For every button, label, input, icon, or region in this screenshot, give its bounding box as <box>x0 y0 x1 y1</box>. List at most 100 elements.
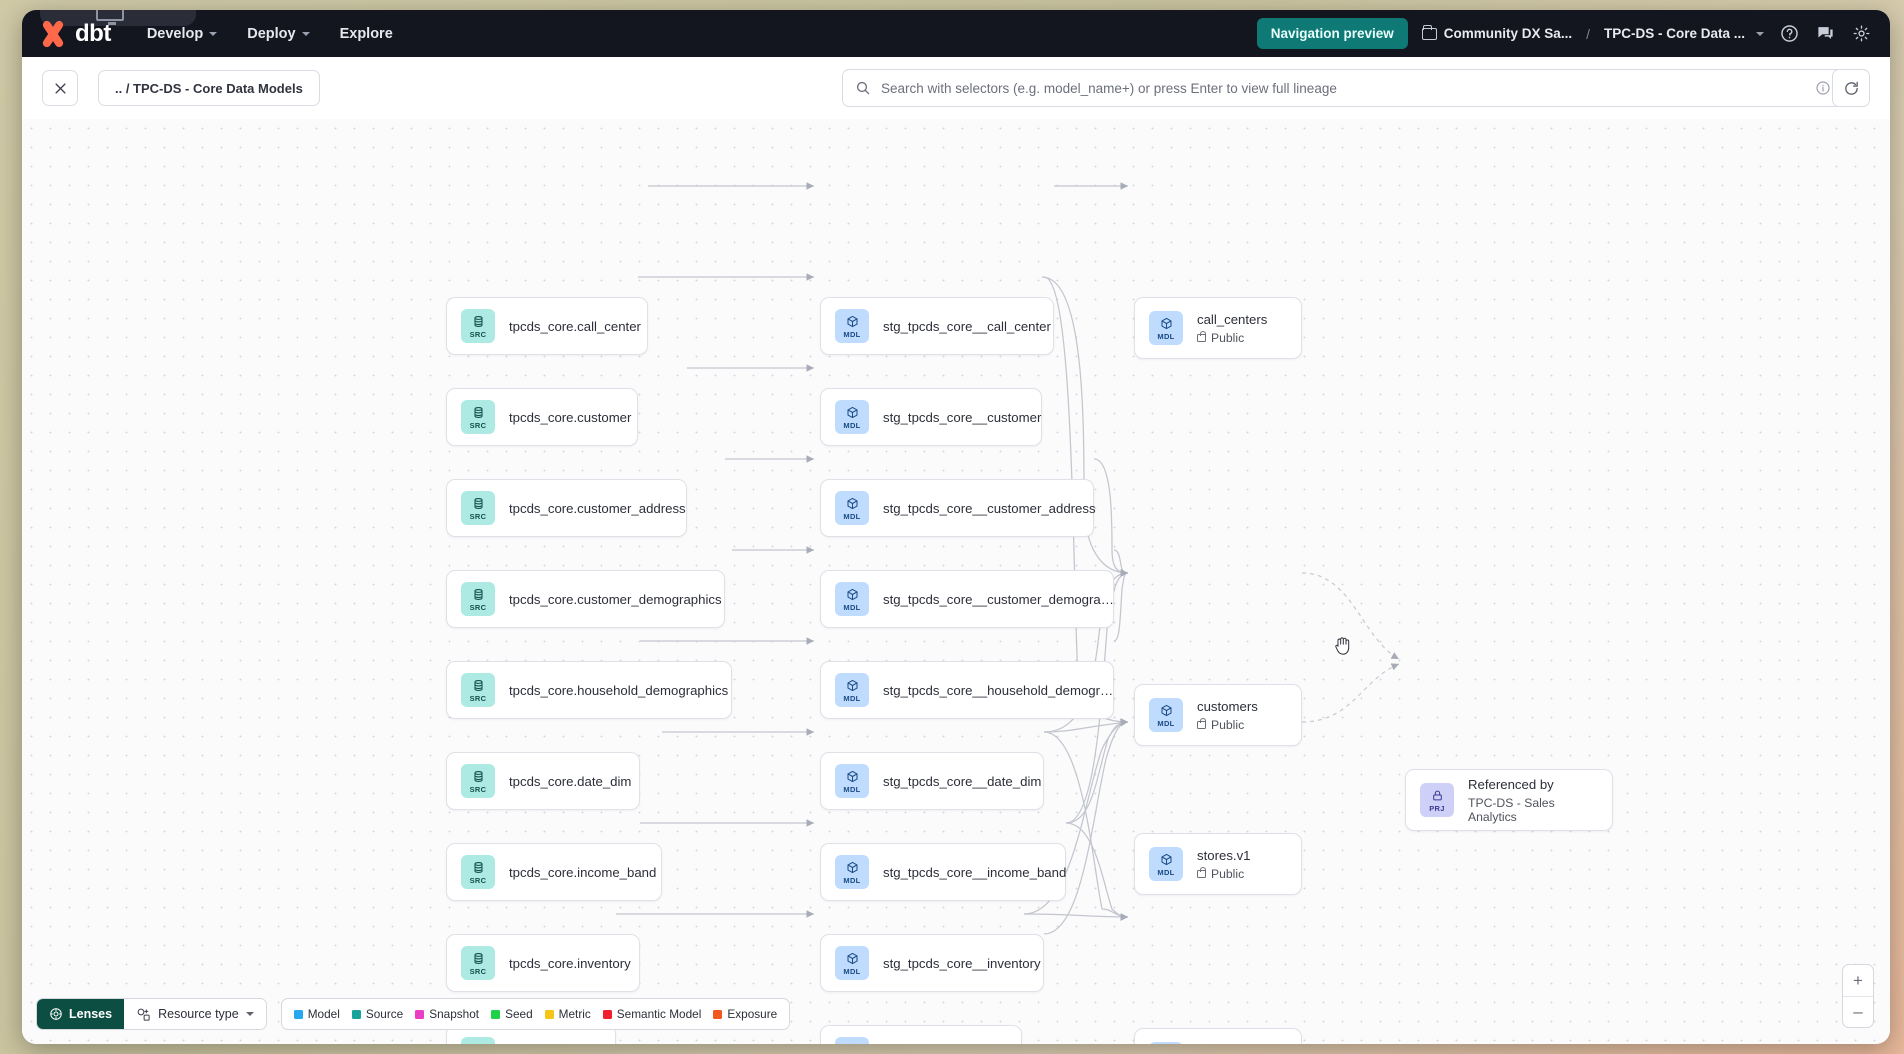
legend-item[interactable]: Semantic Model <box>602 1007 701 1021</box>
zoom-in-button[interactable]: + <box>1853 970 1863 990</box>
search-input[interactable] <box>881 80 1805 96</box>
node-label: tpcds_core.household_demographics <box>509 682 729 698</box>
dbt-logo-text: dbt <box>75 19 111 47</box>
nav-item-develop[interactable]: Develop <box>147 26 218 42</box>
legend-item[interactable]: Snapshot <box>415 1007 479 1021</box>
dbt-logo[interactable]: dbt <box>38 20 111 48</box>
nav-item-deploy[interactable]: Deploy <box>247 25 310 42</box>
breadcrumb[interactable]: .. / TPC-DS - Core Data Models <box>98 70 320 106</box>
lenses-button[interactable]: Lenses <box>37 999 125 1029</box>
legend-item[interactable]: Exposure <box>713 1007 777 1021</box>
legend-item[interactable]: Metric <box>544 1007 591 1021</box>
mdl-badge-icon: MDL <box>835 1037 869 1044</box>
mdl-badge-icon: MDL <box>835 582 869 616</box>
lineage-node-model[interactable]: MDL stg_tpcds_core__household_demogr… <box>820 661 1114 719</box>
node-label: stg_tpcds_core__customer_demogra… <box>883 591 1114 607</box>
gear-icon[interactable] <box>1850 23 1872 45</box>
node-sublabel: Public <box>1197 718 1258 732</box>
legend-swatch <box>713 1009 723 1019</box>
node-sublabel-text: Public <box>1211 718 1245 732</box>
info-icon[interactable] <box>1815 80 1831 96</box>
node-sublabel: Public <box>1197 867 1251 881</box>
account-breadcrumb[interactable]: Community DX Sa... <box>1421 24 1573 41</box>
node-text-block: stores.v2Public <box>1197 1042 1251 1044</box>
node-text-block: stg_tpcds_core__customer_demogra… <box>883 591 1114 608</box>
node-label: tpcds_core.customer <box>509 409 632 425</box>
lenses-label: Lenses <box>69 1007 113 1021</box>
node-text-block: stg_tpcds_core__date_dim <box>883 773 1041 790</box>
refresh-button[interactable] <box>1832 69 1870 107</box>
legend-swatch <box>491 1009 501 1019</box>
src-badge-icon: SRC <box>461 946 495 980</box>
account-breadcrumb-label: Community DX Sa... <box>1443 26 1573 41</box>
legend-label: Metric <box>558 1007 591 1021</box>
src-badge-icon: SRC <box>461 855 495 889</box>
lineage-node-model[interactable]: MDL stg_tpcds_core__customer_demogra… <box>820 570 1114 628</box>
top-navigation-bar: dbt Develop Deploy Explore Navigation pr… <box>22 10 1890 57</box>
lock-icon <box>1197 331 1206 342</box>
legend-swatch <box>602 1009 612 1019</box>
legend-item[interactable]: Source <box>351 1007 403 1021</box>
mdl-badge-icon: MDL <box>835 855 869 889</box>
mdl-badge-icon: MDL <box>835 491 869 525</box>
legend-label: Seed <box>505 1007 533 1021</box>
node-label: tpcds_core.income_band <box>509 864 657 880</box>
legend-label: Exposure <box>727 1007 778 1021</box>
nav-item-deploy-label: Deploy <box>247 25 296 42</box>
breadcrumb-separator: / <box>1586 25 1590 42</box>
search-bar[interactable] <box>842 69 1844 107</box>
node-sublabel: TPC-DS - Sales Analytics <box>1468 796 1594 824</box>
node-sublabel-text: TPC-DS - Sales Analytics <box>1468 796 1555 824</box>
close-button[interactable] <box>42 70 78 106</box>
help-circle-icon[interactable] <box>1778 23 1800 45</box>
resource-type-button[interactable]: Resource type <box>124 999 266 1029</box>
node-text-block: stg_tpcds_core__household_demogr… <box>883 682 1113 699</box>
nav-item-explore[interactable]: Explore <box>340 26 393 42</box>
navigation-preview-button[interactable]: Navigation preview <box>1256 18 1408 49</box>
lineage-node-source[interactable]: SRC tpcds_core.income_band <box>446 843 662 901</box>
resource-type-icon <box>137 1008 150 1021</box>
node-text-block: tpcds_core.customer <box>509 409 631 426</box>
project-breadcrumb[interactable]: TPC-DS - Core Data ... <box>1604 26 1764 41</box>
lineage-toolbar: .. / TPC-DS - Core Data Models <box>22 57 1890 119</box>
zoom-out-button[interactable]: – <box>1843 996 1873 1027</box>
src-badge-icon: SRC <box>461 1037 495 1044</box>
node-label: stg_tpcds_core__call_center <box>883 318 1051 334</box>
lenses-icon <box>50 1008 62 1020</box>
prj-badge-icon: PRJ <box>1420 783 1454 817</box>
legend-item[interactable]: Seed <box>491 1007 533 1021</box>
mdl-badge-icon: MDL <box>835 673 869 707</box>
node-label: stg_tpcds_core__household_demogr… <box>883 682 1114 698</box>
node-text-block: tpcds_core.call_center <box>509 318 641 335</box>
feedback-icon[interactable] <box>1814 23 1836 45</box>
chevron-down-icon <box>209 31 218 36</box>
lock-icon <box>1197 718 1206 729</box>
legend-label: Snapshot <box>429 1007 480 1021</box>
node-text-block: stg_tpcds_core__customer <box>883 409 1041 426</box>
folder-icon <box>1421 24 1437 40</box>
legend-item[interactable]: Model <box>293 1007 340 1021</box>
